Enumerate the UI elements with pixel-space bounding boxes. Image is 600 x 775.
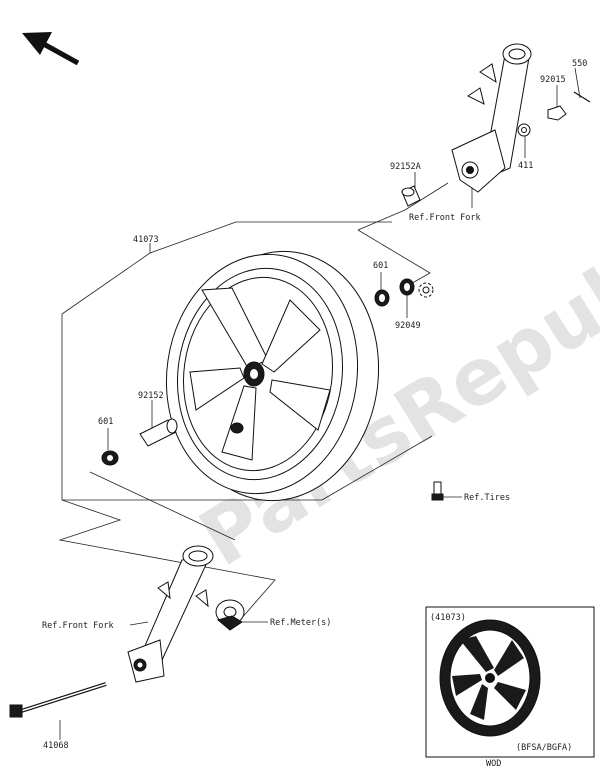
label-ref-meters: Ref.Meter(s) — [270, 618, 331, 628]
collar-92152A — [401, 185, 421, 207]
explode-box-lines — [58, 67, 581, 740]
label-ref-tires: Ref.Tires — [464, 493, 510, 503]
label-inset-color: WOD — [486, 759, 501, 769]
washer-411 — [517, 123, 531, 137]
label-601-top: 601 — [373, 261, 388, 271]
label-inset-part: (41073) — [430, 613, 466, 623]
collar-92152 — [139, 418, 178, 447]
front-wheel — [165, 250, 380, 502]
meter-gear — [215, 599, 245, 631]
inset-box — [425, 606, 595, 758]
nut-92015 — [547, 105, 567, 121]
label-ref-front-fork-bottom: Ref.Front Fork — [42, 621, 114, 631]
tire-valve — [431, 481, 444, 501]
label-41068: 41068 — [43, 741, 69, 751]
label-601-left: 601 — [98, 417, 113, 427]
bearing-601-left — [101, 450, 119, 466]
label-ref-front-fork-top: Ref.Front Fork — [409, 213, 481, 223]
direction-arrow-icon — [22, 32, 80, 66]
label-inset-variant: (BFSA/BGFA) — [516, 743, 572, 753]
label-41073: 41073 — [133, 235, 159, 245]
label-92049: 92049 — [395, 321, 421, 331]
front-fork-left — [127, 545, 214, 683]
gear-icon — [418, 282, 434, 298]
label-550: 550 — [572, 59, 587, 69]
bearing-601-top — [374, 289, 390, 307]
pin-550 — [573, 91, 591, 103]
label-92015: 92015 — [540, 75, 566, 85]
front-fork-right — [451, 43, 532, 193]
label-92152A: 92152A — [390, 162, 421, 172]
axle-41068 — [9, 682, 107, 718]
label-92152: 92152 — [138, 391, 164, 401]
label-411: 411 — [518, 161, 533, 171]
seal-92049 — [399, 278, 415, 296]
